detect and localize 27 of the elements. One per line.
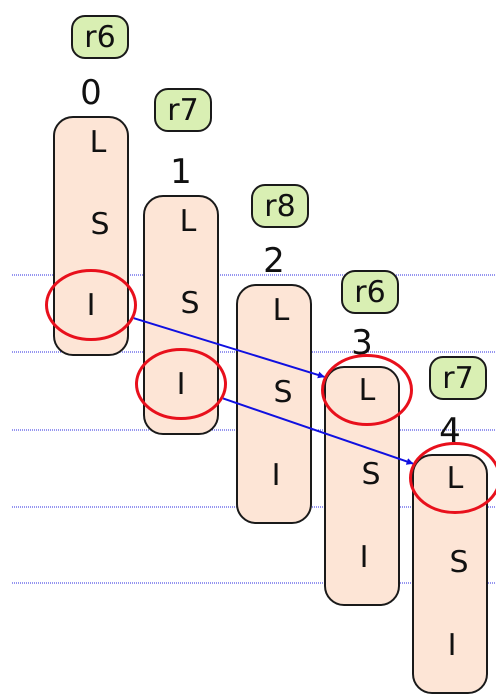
register-tag: r8 — [251, 184, 309, 228]
column-number: 4 — [439, 410, 461, 453]
stage-label: L — [272, 292, 290, 328]
stage-label: S — [361, 456, 381, 492]
stage-label: L — [358, 372, 376, 408]
column-number: 2 — [263, 240, 285, 283]
column-number: 3 — [351, 322, 373, 365]
stage-label: L — [180, 204, 196, 238]
stage-label: S — [449, 544, 469, 580]
stage-label: I — [86, 288, 96, 322]
stage-label: S — [90, 206, 110, 242]
stage-label: I — [176, 366, 186, 402]
register-tag: r6 — [341, 270, 399, 314]
stage-label: S — [180, 286, 200, 320]
stage-label: S — [273, 374, 293, 410]
column-number: 1 — [170, 151, 192, 194]
stage-label: L — [446, 460, 464, 496]
arrow — [134, 317, 325, 378]
register-tag: r7 — [429, 356, 487, 400]
arrow — [222, 398, 414, 465]
stage-label: I — [272, 458, 280, 492]
stage-label: I — [360, 540, 368, 574]
stage-label: L — [90, 124, 106, 160]
column-number: 0 — [80, 72, 102, 115]
register-tag: r7 — [154, 88, 212, 132]
stage-label: I — [448, 628, 456, 662]
register-tag: r6 — [71, 15, 129, 59]
